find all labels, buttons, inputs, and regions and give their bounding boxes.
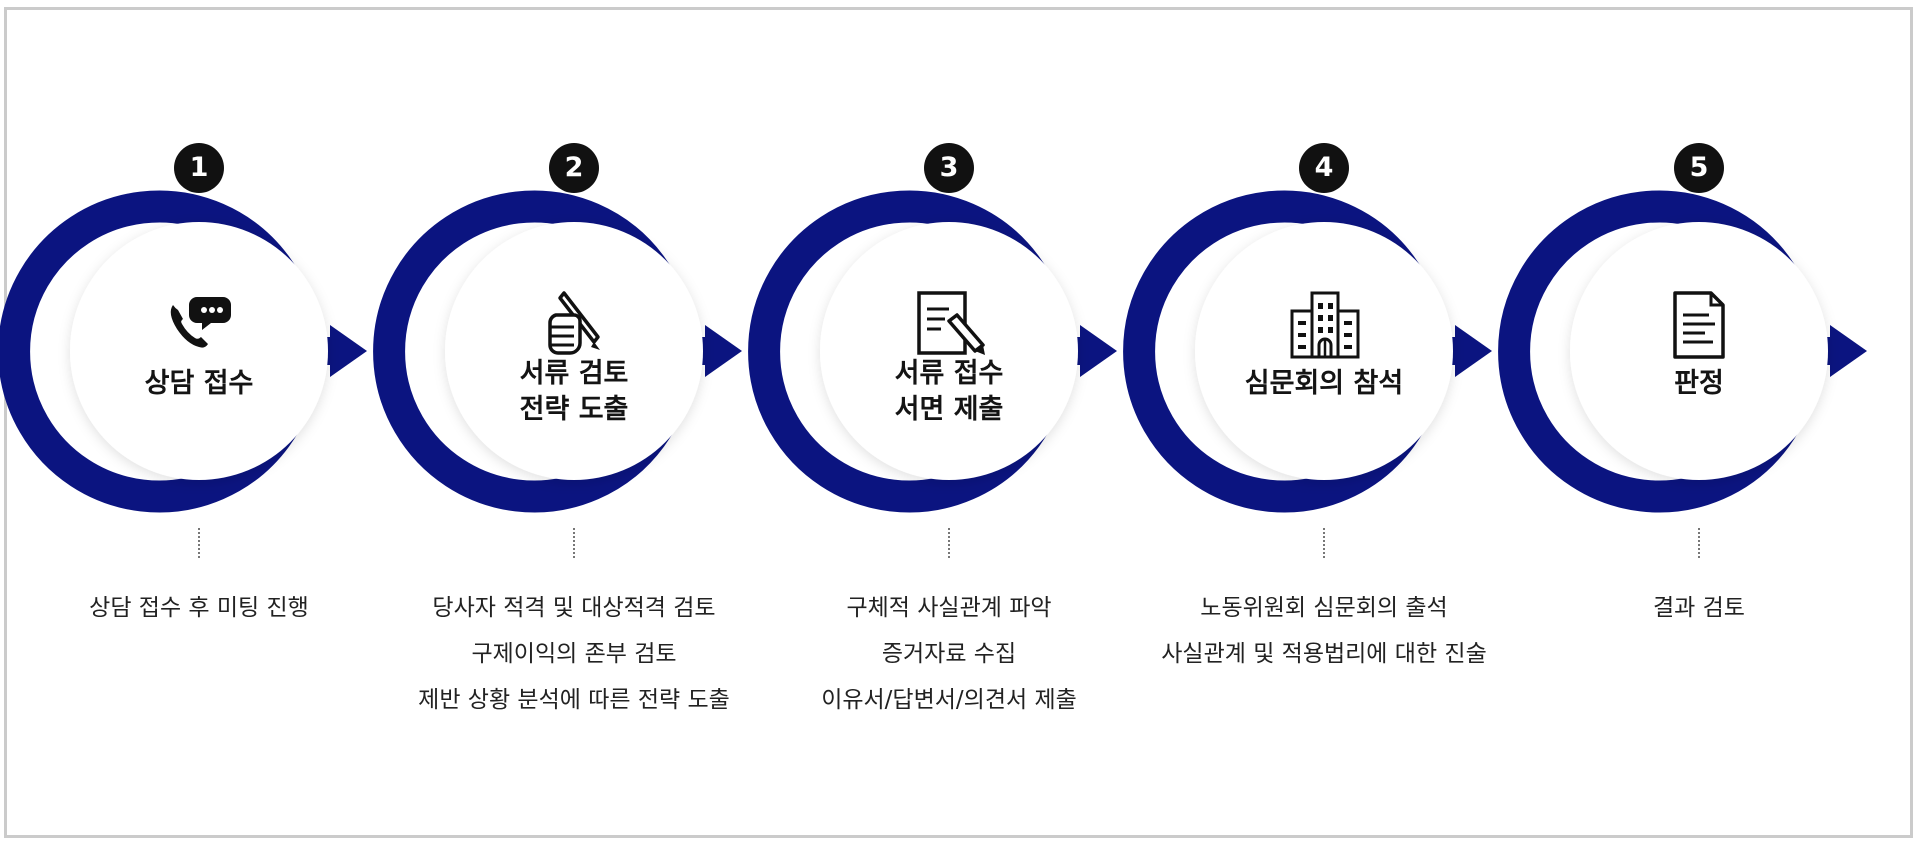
step-title: 판정 [1579, 366, 1819, 402]
step-title-line: 서면 제출 [894, 394, 1004, 425]
step-description: 노동위원회 심문회의 출석 사실관계 및 적용법리에 대한 진술 [1124, 585, 1524, 677]
description-line: 구체적 사실관계 파악 [846, 595, 1052, 621]
description-line: 상담 접수 후 미팅 진행 [89, 595, 309, 621]
step-title-line: 서류 검토 [519, 358, 629, 389]
step-4: 4 심문회의 참석 노동위원회 심문회의 출석 사실관계 및 적용법리에 대한 … [1123, 0, 1512, 850]
description-line: 증거자료 수집 [881, 641, 1017, 667]
description-line: 제반 상황 분석에 따른 전략 도출 [418, 687, 730, 713]
ring-arrow [0, 190, 367, 513]
step-title: 심문회의 참석 [1204, 366, 1444, 402]
description-line: 노동위원회 심문회의 출석 [1200, 595, 1448, 621]
step-title-line: 심문회의 참석 [1244, 368, 1404, 399]
ring-arrow [1498, 190, 1867, 513]
step-title: 상담 접수 [79, 366, 319, 402]
step-description: 구체적 사실관계 파악 증거자료 수집 이유서/답변서/의견서 제출 [749, 585, 1149, 723]
description-line: 결과 검토 [1653, 595, 1745, 621]
document-icon [1673, 291, 1725, 359]
description-line: 당사자 적격 및 대상적격 검토 [432, 595, 716, 621]
description-line: 사실관계 및 적용법리에 대한 진술 [1161, 641, 1487, 667]
step-3: 3 서류 접수 서면 제출 구체적 사실관계 파악 증거자료 수집 이유서/답변… [748, 0, 1137, 850]
description-line: 이유서/답변서/의견서 제출 [821, 687, 1077, 713]
hand-pen-icon [548, 291, 600, 355]
step-number-badge: 1 [174, 143, 224, 193]
description-line: 구제이익의 존부 검토 [471, 641, 677, 667]
step-number-badge: 5 [1674, 143, 1724, 193]
step-title-line: 상담 접수 [144, 368, 254, 399]
dotted-connector [1323, 528, 1325, 558]
dotted-connector [1698, 528, 1700, 558]
step-description: 당사자 적격 및 대상적격 검토 구제이익의 존부 검토 제반 상황 분석에 따… [374, 585, 774, 723]
step-number-badge: 3 [924, 143, 974, 193]
ring-arrow [1123, 190, 1492, 513]
step-description: 결과 검토 [1499, 585, 1899, 631]
step-5: 5 판정 결과 검토 [1498, 0, 1887, 850]
step-title-line: 서류 접수 [894, 358, 1004, 389]
step-1: 1 상담 접수 상담 접수 후 미팅 진행 [0, 0, 387, 850]
step-number-badge: 2 [549, 143, 599, 193]
step-title: 서류 검토 전략 도출 [454, 356, 694, 428]
step-title: 서류 접수 서면 제출 [829, 356, 1069, 428]
step-title-line: 판정 [1674, 368, 1724, 399]
building-icon [1290, 291, 1360, 359]
step-description: 상담 접수 후 미팅 진행 [0, 585, 399, 631]
phone-chat-icon [170, 297, 231, 348]
step-2: 2 서류 검토 전략 도출 당사자 적격 및 대상적격 검토 구제이익의 존부 … [373, 0, 762, 850]
dotted-connector [573, 528, 575, 558]
document-pencil-icon [917, 291, 985, 355]
step-title-line: 전략 도출 [519, 394, 629, 425]
dotted-connector [198, 528, 200, 558]
step-number-badge: 4 [1299, 143, 1349, 193]
dotted-connector [948, 528, 950, 558]
